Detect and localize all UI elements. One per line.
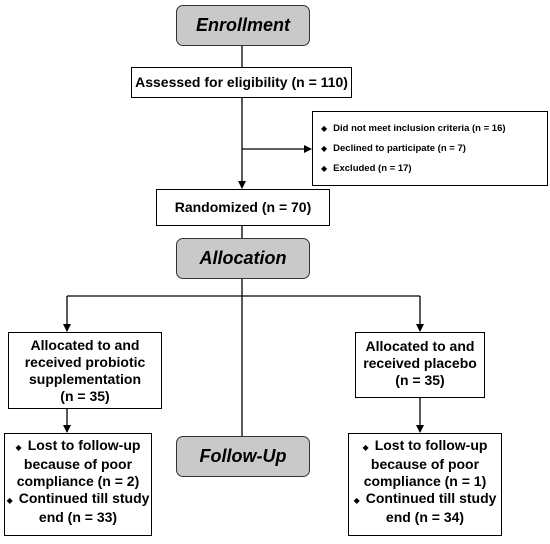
right-allocated-box: Allocated to and received placebo (n = 3…	[355, 332, 485, 398]
enrollment-label: Enrollment	[195, 15, 290, 35]
enrollment-stage: Enrollment	[176, 5, 310, 46]
diamond-bullet-icon: ◆	[321, 164, 328, 173]
diamond-bullet-icon: ◆	[353, 496, 360, 505]
assessed-box: Assessed for eligibility (n = 110)	[131, 67, 352, 98]
left-allocated-box: Allocated to and received probiotic supp…	[8, 332, 162, 409]
excluded-item: ◆ Excluded (n = 17)	[321, 163, 412, 174]
excluded-box: ◆ Did not meet inclusion criteria (n = 1…	[312, 111, 548, 186]
followup-item: ◆Lost to follow-up	[15, 437, 141, 453]
followup-item: ◆Continued till study	[6, 490, 150, 506]
randomized-label: Randomized (n = 70)	[174, 199, 312, 215]
followup-stage: Follow-Up	[176, 436, 310, 477]
followup-item: ◆Continued till study	[353, 490, 497, 506]
followup-item: ◆Lost to follow-up	[362, 437, 488, 453]
allocation-label: Allocation	[199, 248, 287, 268]
diamond-bullet-icon: ◆	[15, 443, 22, 452]
diamond-bullet-icon: ◆	[6, 496, 13, 505]
diamond-bullet-icon: ◆	[321, 124, 328, 133]
diamond-bullet-icon: ◆	[362, 443, 369, 452]
diamond-bullet-icon: ◆	[321, 144, 328, 153]
followup-label: Follow-Up	[199, 446, 287, 466]
left-followup-box: ◆Lost to follow-up because of poor compl…	[4, 433, 152, 536]
assessed-label: Assessed for eligibility (n = 110)	[135, 74, 348, 90]
excluded-item: ◆ Declined to participate (n = 7)	[321, 143, 466, 154]
right-followup-box: ◆Lost to follow-up because of poor compl…	[348, 433, 502, 536]
allocation-stage: Allocation	[176, 238, 310, 279]
randomized-box: Randomized (n = 70)	[156, 189, 330, 226]
excluded-item: ◆ Did not meet inclusion criteria (n = 1…	[321, 123, 506, 134]
